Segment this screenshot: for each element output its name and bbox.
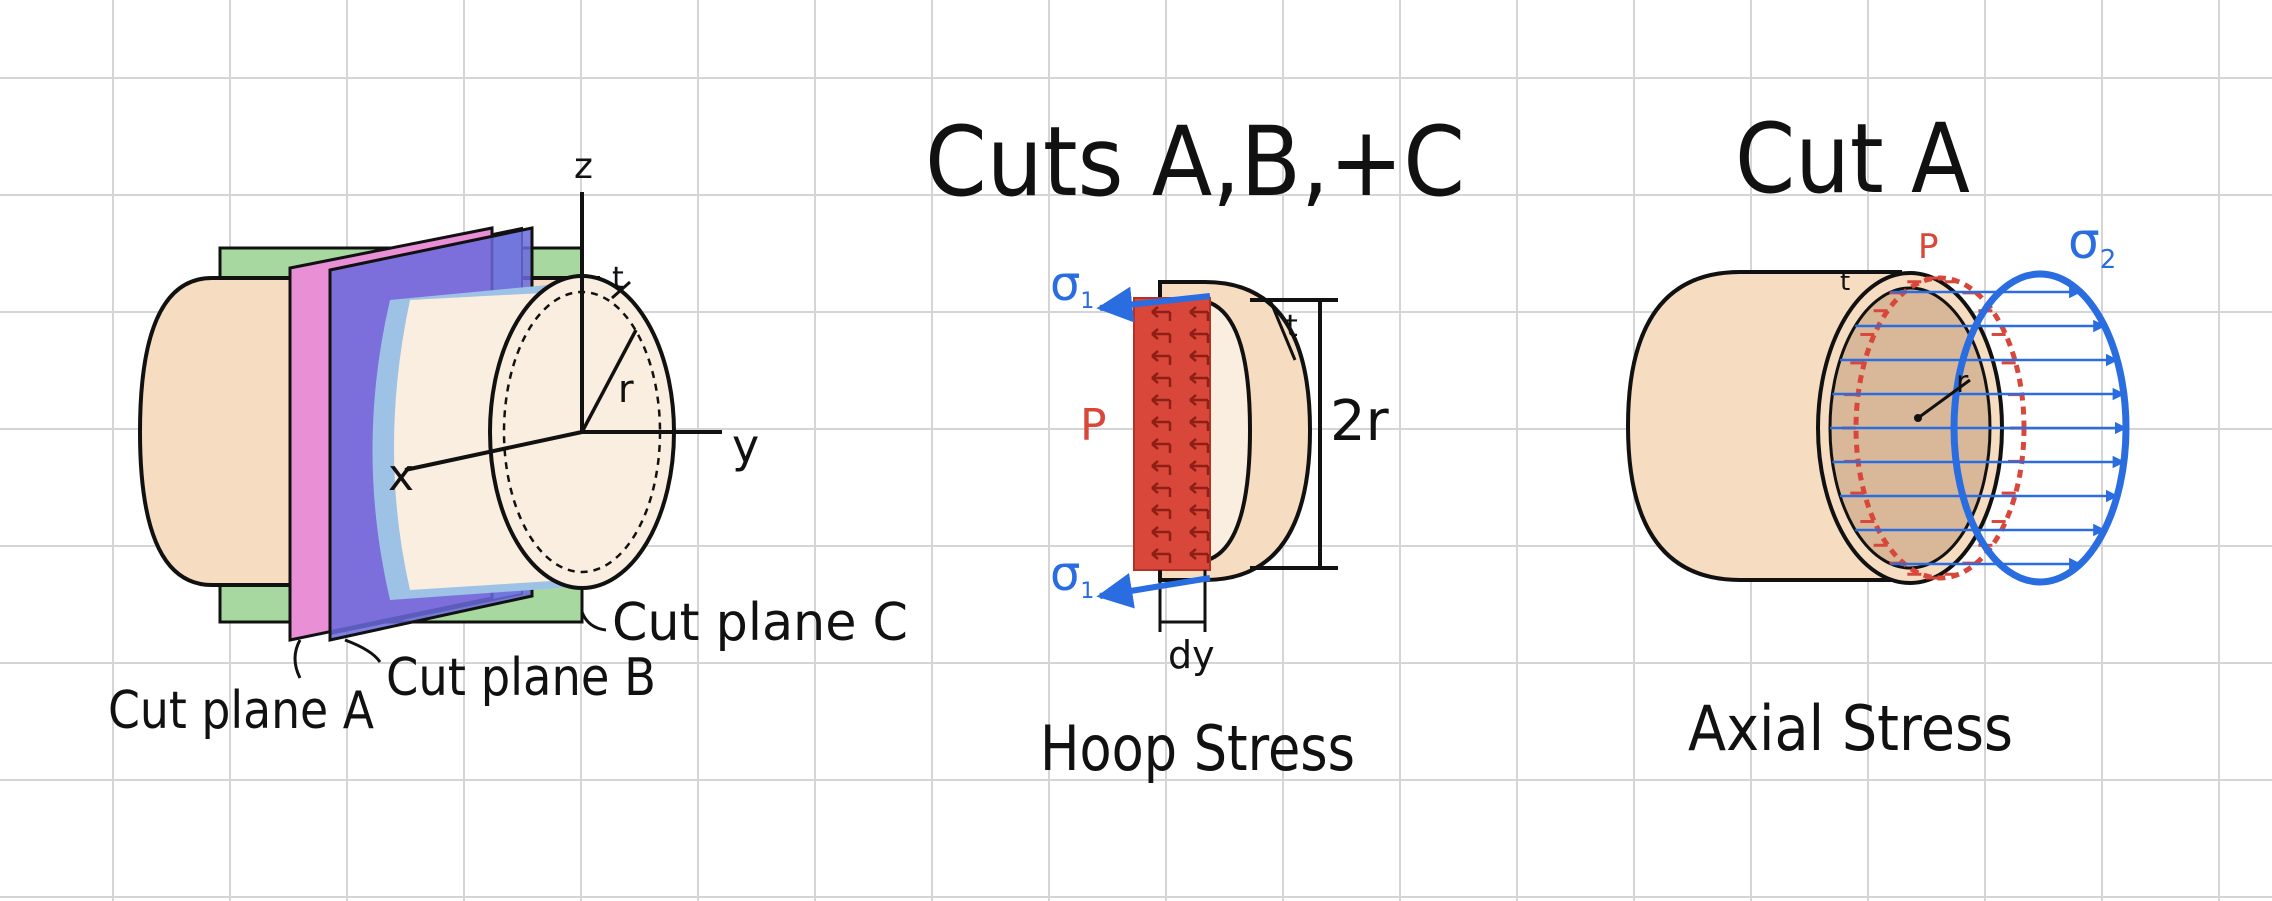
leader-plane-a (293, 639, 302, 679)
cut-plane-a-label: Cut plane A (108, 681, 374, 741)
hoop-sigma-top-label: σ1 (1050, 256, 1094, 314)
pressure-arrow (1151, 482, 1172, 497)
hoop-t-pointer (1268, 299, 1297, 361)
axial-sigma-label: σ2 (2068, 212, 2116, 275)
hoop-t-label: t (1286, 309, 1298, 344)
axial-stress-arrows (1830, 285, 2128, 571)
pressure-arrow (1151, 504, 1172, 519)
hoop-2r-label: 2r (1330, 389, 1390, 454)
pressure-arrow (1151, 372, 1172, 387)
pressure-arrow (1151, 416, 1172, 431)
pressure-arrow (1189, 394, 1210, 409)
pressure-arrow (1189, 548, 1210, 563)
hoop-caption: Hoop Stress (1040, 712, 1355, 785)
cut-plane-c-label: Cut plane C (612, 593, 908, 653)
pressure-arrow (1151, 394, 1172, 409)
pressure-arrow (1151, 526, 1172, 541)
hoop-sigma-bottom-arrow (1096, 573, 1211, 609)
radius-label: r (618, 367, 634, 411)
pressure-arrow (1151, 548, 1172, 563)
axial-radius-line (1917, 378, 1971, 420)
hoop-pressure-field (1133, 297, 1211, 571)
hoop-dy-label: dy (1168, 633, 1215, 677)
pressure-arrow (1189, 416, 1210, 431)
thickness-label: t (612, 261, 624, 296)
leader-plane-b (344, 638, 382, 663)
axis-z-label: z (574, 146, 593, 187)
pressure-arrow (1151, 306, 1172, 321)
cylinder-cut-planes-diagram: z y x r t Cut plane A Cut plane B Cut pl… (108, 146, 908, 741)
hoop-pressure-arrows (1151, 306, 1210, 563)
radius-line (580, 329, 638, 433)
pressure-arrow (1189, 460, 1210, 475)
pressure-arrow (1189, 438, 1210, 453)
hoop-sigma-bottom-label: σ1 (1050, 546, 1094, 604)
axial-stress-ellipse (1950, 270, 2130, 586)
pressure-arrow (1189, 328, 1210, 343)
axial-caption: Axial Stress (1688, 692, 2013, 765)
pressure-arrow (1189, 306, 1210, 321)
pressure-arrow (1151, 328, 1172, 343)
axial-r-label: r (1956, 365, 1969, 400)
cut-plane-b-label: Cut plane B (386, 648, 656, 708)
axis-y-label: y (732, 419, 759, 473)
axis-x-label: x (388, 450, 414, 501)
axial-center-dot (1914, 414, 1922, 422)
pressure-arrow (1151, 460, 1172, 475)
pressure-arrow (1151, 438, 1172, 453)
pressure-arrow (1189, 482, 1210, 497)
leader-plane-c (580, 611, 607, 632)
pressure-arrow (1189, 504, 1210, 519)
hoop-p-label: P (1080, 400, 1107, 451)
pressure-arrow (1151, 350, 1172, 365)
axis-x-line (404, 430, 583, 472)
pressure-arrow (1189, 372, 1210, 387)
title-cuts: Cuts A,B,+C (925, 106, 1465, 218)
pressure-arrow (1189, 526, 1210, 541)
hoop-stress-diagram: 2r t dy σ1 σ1 P Hoop Stress (1040, 256, 1390, 785)
hoop-sigma-top-arrow (1096, 286, 1211, 323)
axial-p-label: P (1918, 227, 1939, 267)
pressure-arrow (1189, 350, 1210, 365)
axial-t-label: t (1840, 267, 1850, 297)
title-cut-a: Cut A (1735, 103, 1970, 215)
axial-stress-diagram: r t P σ2 Axial Stress (1625, 212, 2130, 765)
thickness-mark (611, 280, 631, 300)
